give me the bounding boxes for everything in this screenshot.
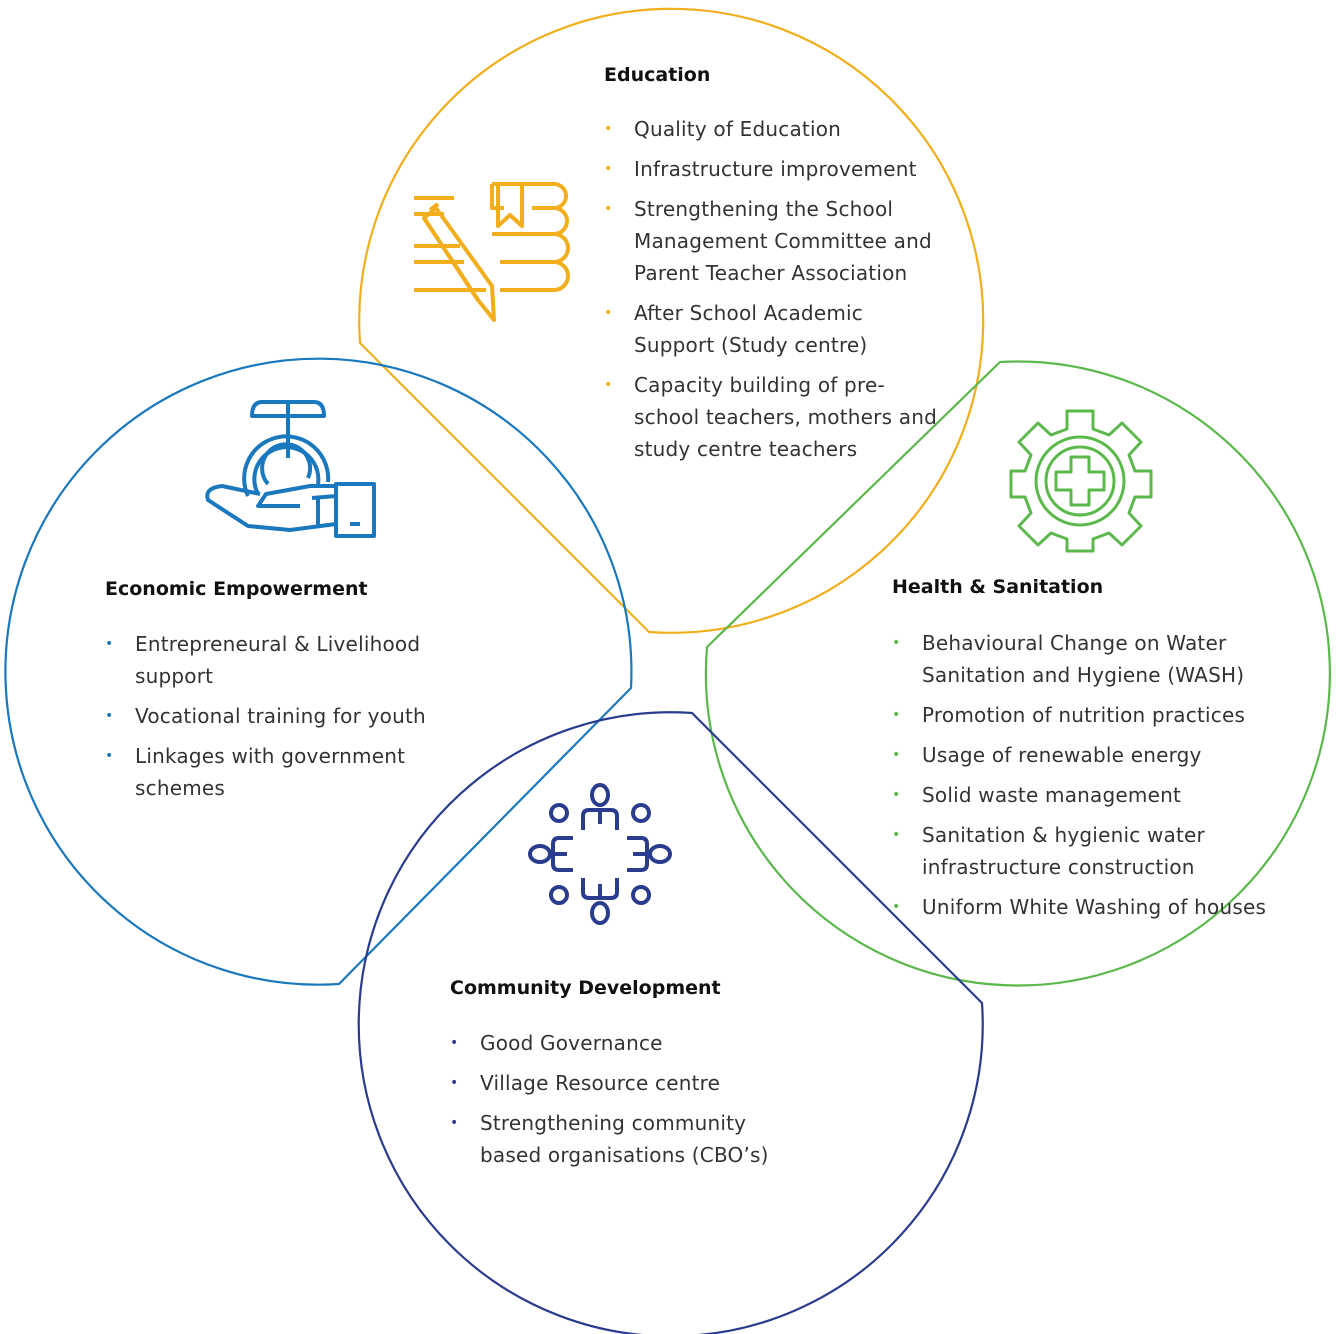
education-item: Capacity building of pre-school teachers… <box>604 369 938 465</box>
education-title: Education <box>604 64 711 86</box>
education-item: Strengthening the School Management Comm… <box>604 193 938 289</box>
community-title: Community Development <box>450 977 721 999</box>
economic-item: Linkages with government schemes <box>105 740 430 804</box>
community-item: Strengthening community based organisati… <box>450 1107 800 1171</box>
economic-list: Entrepreneural & Livelihood supportVocat… <box>105 628 430 812</box>
community-item: Village Resource centre <box>450 1067 800 1099</box>
health-item: Solid waste management <box>892 779 1287 811</box>
economic-item: Vocational training for youth <box>105 700 430 732</box>
education-circle-outline <box>358 7 985 634</box>
education-item: Infrastructure improvement <box>604 153 938 185</box>
gear-medical-cross-icon <box>1009 409 1153 553</box>
people-circle-icon <box>528 783 672 925</box>
community-list: Good GovernanceVillage Resource centreSt… <box>450 1027 800 1179</box>
health-item: Usage of renewable energy <box>892 739 1287 771</box>
health-item: Promotion of nutrition practices <box>892 699 1287 731</box>
health-item: Uniform White Washing of houses <box>892 891 1287 923</box>
community-circle-outline <box>357 711 984 1334</box>
health-list: Behavioural Change on Water Sanitation a… <box>892 627 1287 931</box>
education-list: Quality of EducationInfrastructure impro… <box>604 113 938 473</box>
education-item: Quality of Education <box>604 113 938 145</box>
books-pencil-icon <box>414 182 570 322</box>
hand-coin-sprout-icon <box>205 400 376 538</box>
economic-title: Economic Empowerment <box>105 578 368 600</box>
economic-item: Entrepreneural & Livelihood support <box>105 628 430 692</box>
health-item: Behavioural Change on Water Sanitation a… <box>892 627 1287 691</box>
health-item: Sanitation & hygienic water infrastructu… <box>892 819 1287 883</box>
health-title: Health & Sanitation <box>892 576 1104 598</box>
economic-circle-outline <box>4 357 633 986</box>
community-item: Good Governance <box>450 1027 800 1059</box>
education-item: After School Academic Support (Study cen… <box>604 297 938 361</box>
